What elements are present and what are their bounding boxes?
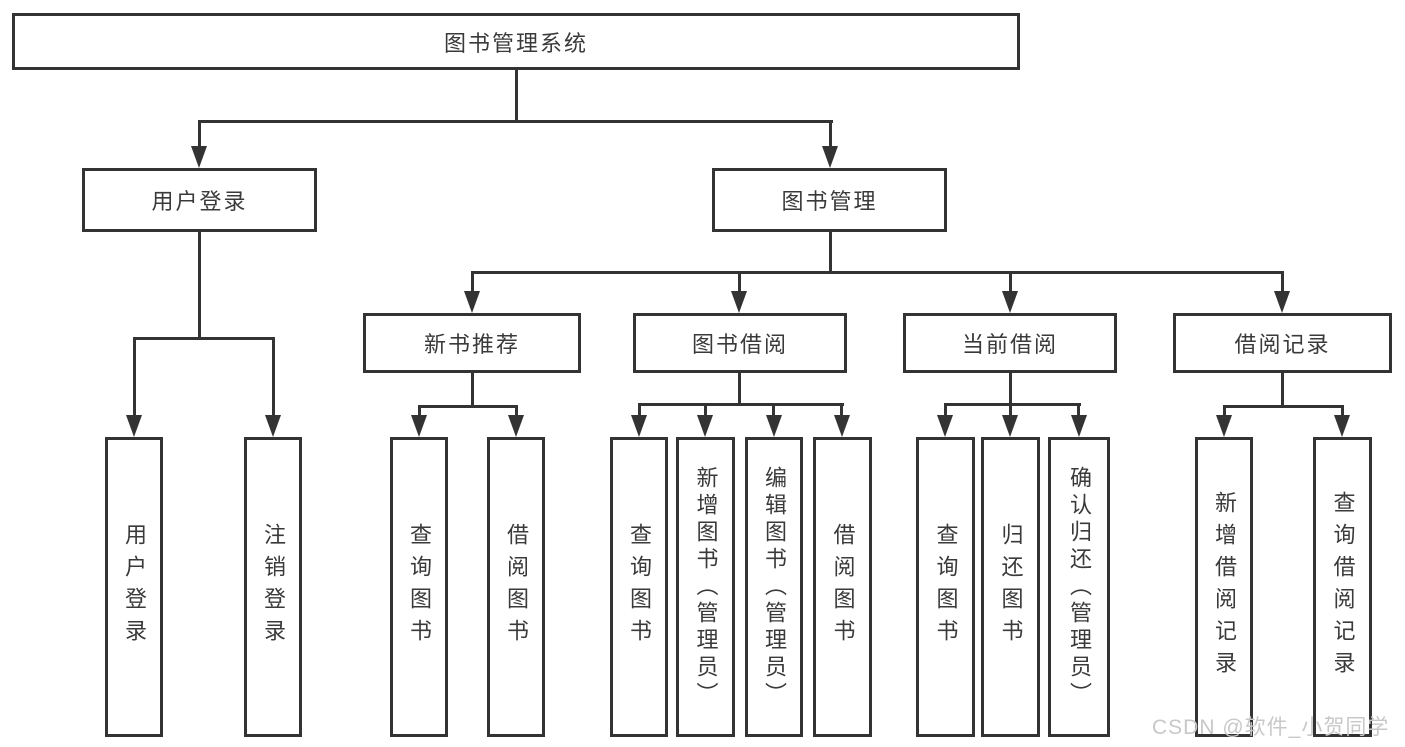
arrow-down-icon: [1274, 291, 1290, 313]
connector-line: [1281, 273, 1284, 293]
leaf-logout-label: 注销登录: [261, 523, 286, 651]
leaf-edit-book-admin: 编辑图书（管理员）: [745, 437, 803, 737]
connector-line: [1281, 373, 1284, 407]
leaf-query-books-recommend-label: 查询图书: [407, 523, 432, 651]
node-library-system: 图书管理系统: [12, 13, 1020, 70]
arrow-down-icon: [766, 415, 782, 437]
leaf-return-book-label: 归还图书: [998, 523, 1024, 651]
connector-line: [133, 339, 136, 417]
connector-line: [1009, 273, 1012, 293]
connector-line: [1009, 373, 1012, 405]
arrow-down-icon: [1002, 415, 1018, 437]
node-book-management-label: 图书管理: [781, 189, 878, 214]
connector-line: [418, 405, 518, 408]
node-book-management: 图书管理: [712, 168, 947, 232]
connector-line: [471, 373, 474, 407]
leaf-query-books-current: 查询图书: [916, 437, 975, 737]
arrow-down-icon: [731, 291, 747, 313]
node-current-borrowing-label: 当前借阅: [961, 332, 1058, 357]
node-book-borrowing-label: 图书借阅: [691, 332, 788, 357]
connector-line: [272, 339, 275, 417]
arrow-down-icon: [1334, 415, 1350, 437]
arrow-down-icon: [822, 146, 838, 168]
connector-line: [944, 405, 947, 417]
leaf-confirm-return-admin: 确认归还（管理员）: [1048, 437, 1110, 737]
connector-line: [418, 407, 421, 417]
node-current-borrowing: 当前借阅: [903, 313, 1117, 373]
leaf-query-borrow-record-label: 查询借阅记录: [1330, 491, 1356, 683]
leaf-user-login-label: 用户登录: [122, 523, 147, 651]
leaf-query-books-recommend: 查询图书: [390, 437, 448, 737]
connector-line: [638, 403, 844, 406]
arrow-down-icon: [1216, 415, 1232, 437]
connector-line: [133, 337, 275, 340]
arrow-down-icon: [631, 415, 647, 437]
node-new-book-recommend: 新书推荐: [363, 313, 581, 373]
node-borrow-records: 借阅记录: [1173, 313, 1392, 373]
connector-line: [1341, 407, 1344, 417]
leaf-edit-book-admin-label: 编辑图书（管理员）: [762, 465, 787, 709]
leaf-borrow-books-borrow: 借阅图书: [813, 437, 872, 737]
connector-line: [198, 122, 201, 148]
node-user-login-label: 用户登录: [151, 189, 248, 214]
leaf-query-borrow-record: 查询借阅记录: [1313, 437, 1372, 737]
leaf-user-login: 用户登录: [105, 437, 163, 737]
connector-line: [772, 405, 775, 417]
connector-line: [704, 405, 707, 417]
leaf-add-book-admin-label: 新增图书（管理员）: [693, 465, 719, 709]
leaf-query-books-borrow: 查询图书: [610, 437, 668, 737]
leaf-add-borrow-record: 新增借阅记录: [1195, 437, 1253, 737]
connector-line: [829, 232, 832, 273]
arrow-down-icon: [1002, 291, 1018, 313]
leaf-add-book-admin: 新增图书（管理员）: [676, 437, 735, 737]
connector-line: [1223, 405, 1344, 408]
connector-line: [944, 403, 1081, 406]
connector-line: [829, 122, 832, 148]
node-new-book-recommend-label: 新书推荐: [423, 332, 520, 357]
arrow-down-icon: [191, 146, 207, 168]
arrow-down-icon: [508, 415, 524, 437]
leaf-borrow-books-borrow-label: 借阅图书: [830, 523, 856, 651]
leaf-logout: 注销登录: [244, 437, 302, 737]
connector-line: [471, 271, 1284, 274]
connector-line: [471, 273, 474, 293]
arrow-down-icon: [411, 415, 427, 437]
connector-line: [198, 232, 201, 339]
arrow-down-icon: [834, 415, 850, 437]
leaf-borrow-books-recommend: 借阅图书: [487, 437, 545, 737]
node-library-system-label: 图书管理系统: [443, 30, 588, 56]
connector-line: [515, 407, 518, 417]
arrow-down-icon: [697, 415, 713, 437]
connector-line: [840, 405, 843, 417]
arrow-down-icon: [1071, 415, 1087, 437]
connector-line: [198, 120, 833, 123]
node-book-borrowing: 图书借阅: [633, 313, 847, 373]
connector-line: [1077, 405, 1080, 417]
arrow-down-icon: [126, 415, 142, 437]
leaf-query-books-current-label: 查询图书: [933, 523, 959, 651]
connector-line: [515, 70, 518, 122]
connector-line: [1223, 407, 1226, 417]
connector-line: [1009, 405, 1012, 417]
watermark: CSDN @软件_小贺同学: [1152, 716, 1390, 739]
leaf-add-borrow-record-label: 新增借阅记录: [1212, 491, 1237, 683]
arrow-down-icon: [265, 415, 281, 437]
leaf-query-books-borrow-label: 查询图书: [627, 523, 652, 651]
leaf-return-book: 归还图书: [981, 437, 1040, 737]
arrow-down-icon: [464, 291, 480, 313]
leaf-confirm-return-admin-label: 确认归还（管理员）: [1067, 465, 1092, 709]
connector-line: [738, 273, 741, 293]
connector-line: [638, 405, 641, 417]
node-borrow-records-label: 借阅记录: [1234, 332, 1331, 357]
node-user-login: 用户登录: [82, 168, 317, 232]
arrow-down-icon: [937, 415, 953, 437]
connector-line: [738, 373, 741, 405]
leaf-borrow-books-recommend-label: 借阅图书: [504, 523, 529, 651]
